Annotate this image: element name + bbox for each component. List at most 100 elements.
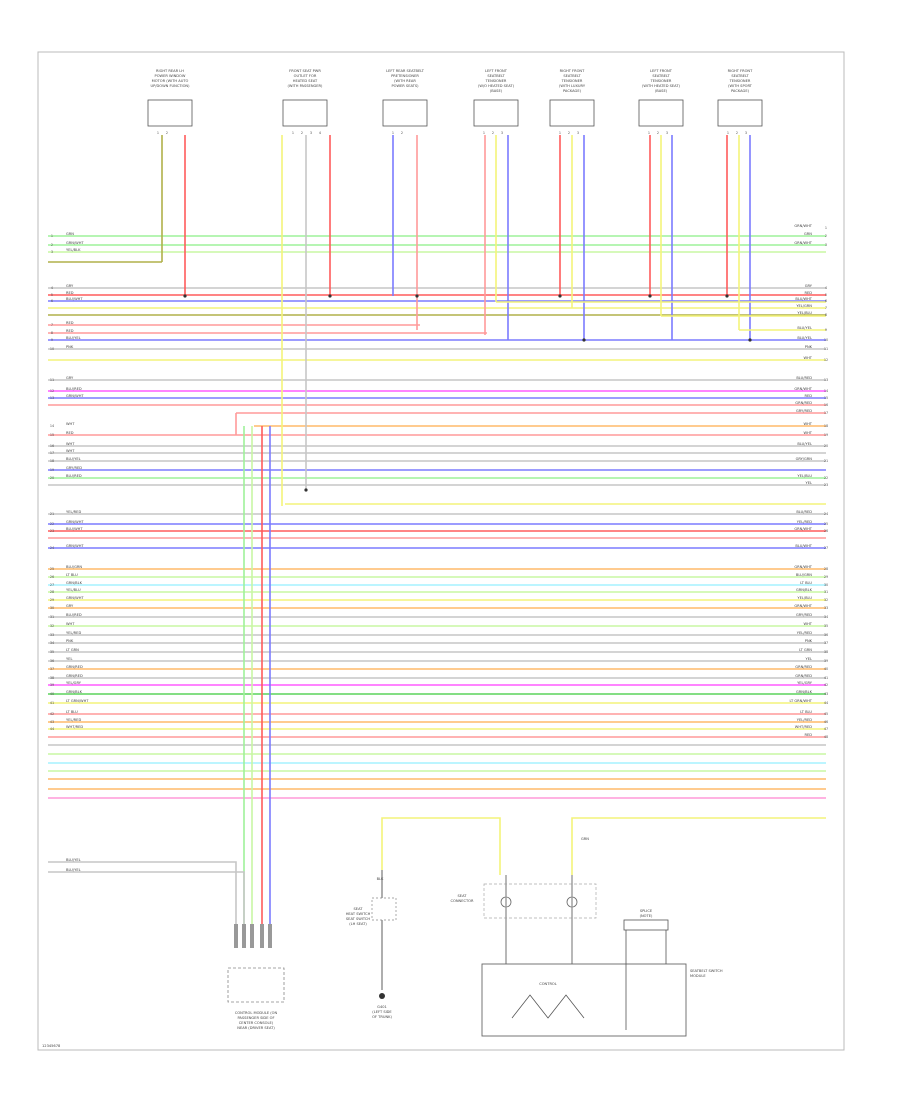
right-wire-label: GRN/RED xyxy=(795,665,812,669)
left-pin-number: 31 xyxy=(50,615,54,619)
left-wire-label: GRN xyxy=(66,232,74,236)
right-pin-number: 34 xyxy=(824,615,828,619)
connector-c6-label-5: (BASE) xyxy=(655,89,668,93)
left-wire-label: GRY xyxy=(66,284,74,288)
right-pin-number: 27 xyxy=(824,546,828,550)
right-pin-number: 22 xyxy=(824,476,828,480)
module-label-2: MODULE xyxy=(690,974,706,978)
resistor-icon xyxy=(623,919,669,931)
left-pin-number: 30 xyxy=(50,606,54,610)
left-wire-label: GRN/WHT xyxy=(66,544,84,548)
left-wire-label: GRN/RED xyxy=(66,665,83,669)
connector-c5-body xyxy=(549,99,595,127)
right-pin-number: 18 xyxy=(824,424,828,428)
left-pin-number: 7 xyxy=(51,323,53,327)
left-pin-number: 9 xyxy=(51,338,53,342)
splice-dot xyxy=(328,294,332,298)
right-pin-number: 4 xyxy=(825,286,827,290)
module-wire-tag: GRN xyxy=(581,837,589,841)
connector-c1-label-4: UP/DOWN FUNCTION) xyxy=(150,84,190,88)
left-pin-number: 38 xyxy=(50,676,54,680)
connector-c2-body xyxy=(282,99,328,127)
right-wire-label: BLU/RED xyxy=(796,376,812,380)
control-module-pin xyxy=(234,924,238,948)
right-wire-label: GRY/GRN xyxy=(796,457,813,461)
left-wire-label: LT BLU xyxy=(66,710,78,714)
connector-c3-label-1: LEFT REAR SEATBELT xyxy=(386,69,425,73)
left-wire-label: LT GRN/WHT xyxy=(66,699,89,703)
connector-c4-body xyxy=(473,99,519,127)
footer-code: 12345678 xyxy=(42,1044,61,1048)
right-wire-label: YEL/GRN xyxy=(796,304,812,308)
resistor-label-2: (NOTE) xyxy=(640,914,653,918)
left-wire-label: YEL/BLU xyxy=(66,588,81,592)
right-wire-label: YEL/BLU xyxy=(797,596,812,600)
left-wire-label: GRN/WHT xyxy=(66,394,84,398)
connector-c6-label-2: SEATBELT xyxy=(652,74,670,78)
right-wire-label: BLU/YEL xyxy=(797,336,812,340)
splice-dot xyxy=(648,294,652,298)
right-wire-label: RED xyxy=(804,291,812,295)
module-body xyxy=(481,963,687,1037)
seat-connector-body xyxy=(483,883,597,919)
control-module-pin xyxy=(242,924,246,948)
right-pin-number: 6 xyxy=(825,299,827,303)
right-pin-number: 17 xyxy=(824,411,828,415)
right-pin-number: 1 xyxy=(825,226,827,230)
splice-dot xyxy=(725,294,729,298)
left-wire-label: YEL/GRY xyxy=(66,681,82,685)
right-wire-label: YEL/BLU xyxy=(797,311,812,315)
switch-label-2: HEAT SWITCH xyxy=(346,912,371,916)
left-pin-number: 14 xyxy=(50,424,54,428)
left-wire-label: GRN/WHT xyxy=(66,596,84,600)
right-pin-number: 12 xyxy=(824,358,828,362)
right-pin-number: 15 xyxy=(824,396,828,400)
left-wire-label: PNK xyxy=(66,639,74,643)
right-pin-number: 9 xyxy=(825,328,827,332)
right-wire-label: BLU/WHT xyxy=(795,297,812,301)
left-pin-number: 37 xyxy=(50,667,54,671)
left-wire-label: BLU/YEL xyxy=(66,336,81,340)
left-pin-number: 39 xyxy=(50,683,54,687)
right-pin-number: 26 xyxy=(824,529,828,533)
left-pin-number: 41 xyxy=(50,701,54,705)
right-pin-number: 39 xyxy=(824,659,828,663)
ground-label-2: (LEFT SIDE xyxy=(372,1010,392,1014)
ground-wire-tag: BLK xyxy=(377,877,384,881)
left-wire-label: WHT xyxy=(66,422,75,426)
seat-connector-label-2: CONNECTOR xyxy=(450,899,474,903)
left-pin-number: 17 xyxy=(50,451,54,455)
ground-symbol-icon xyxy=(379,993,385,999)
control-module-pin xyxy=(250,924,254,948)
connector-c6-label-4: (WITH HEATED SEAT) xyxy=(642,84,681,88)
control-module-label-2: PASSENGER SIDE OF xyxy=(237,1016,274,1020)
wires-layer xyxy=(48,135,826,930)
right-wire-label: YEL/RED xyxy=(797,520,812,524)
right-wire-label: GRN/WHT xyxy=(794,527,812,531)
diagram-border xyxy=(37,51,845,1051)
right-wire-label: LT BLU xyxy=(800,581,812,585)
connector-c6-label-3: TENSIONER xyxy=(650,79,672,83)
right-pin-number: 2 xyxy=(825,234,827,238)
left-pin-number: 42 xyxy=(50,712,54,716)
left-wire-label: YEL/RED xyxy=(66,718,81,722)
connector-c5-pin-2: 2 xyxy=(568,131,570,135)
left-pin-number: 29 xyxy=(50,598,54,602)
right-wire-label: GRN/WHT xyxy=(794,604,812,608)
left-wire-label: BLU/WHT xyxy=(66,527,83,531)
splice-dot xyxy=(582,338,586,342)
connector-c2-label-4: (WITH PASSENGER) xyxy=(288,84,324,88)
connector-c7-label-1: RIGHT FRONT xyxy=(728,69,753,73)
right-pin-number: 48 xyxy=(824,735,828,739)
connector-c5-label-1: RIGHT FRONT xyxy=(560,69,585,73)
ground-label-1: G401 xyxy=(377,1005,387,1009)
splice-dot xyxy=(304,488,308,492)
